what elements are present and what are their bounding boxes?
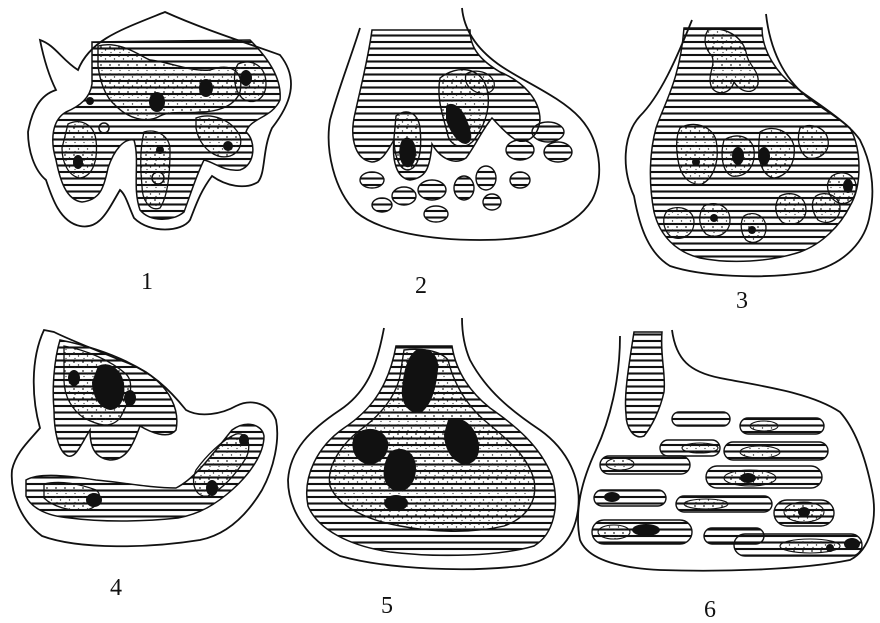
panel-3-dark-cell (843, 179, 853, 193)
panel-2-dark-cell (399, 138, 416, 168)
panel-1-dark-cell (199, 79, 213, 97)
panel-label-3: 3 (736, 289, 748, 313)
panel-label-6: 6 (704, 598, 716, 622)
panel-1-dark-cell (240, 70, 252, 86)
panel-3 (626, 14, 873, 276)
panel-label-5: 5 (381, 594, 393, 618)
panel-1 (28, 12, 291, 230)
panel-1-small-cell (156, 146, 164, 154)
panel-label-2: 2 (415, 274, 427, 298)
panel-6-bone-hatched (625, 332, 664, 437)
panel-6-dark-cell (740, 473, 756, 483)
panel-4-dark-cell (86, 493, 102, 507)
panel-4-dark-cell (68, 370, 80, 386)
panel-1-dark-cell (149, 92, 165, 112)
panel-1-dark-cell (223, 141, 233, 151)
panel-1-dark-cell (73, 155, 83, 169)
panel-1-marrow-branch (62, 122, 96, 178)
panel-6-dark-cell (826, 544, 834, 552)
panel-4-dark-cell (206, 480, 218, 496)
panel-5-dark-cell (384, 495, 408, 511)
panel-4-dark-cell (124, 390, 136, 406)
panel-3-dark-cell (748, 226, 756, 234)
panel-3-dark-cell (692, 158, 700, 166)
panel-4-dark-cell (239, 434, 249, 446)
panel-4 (12, 330, 277, 546)
panel-5-dark-cell (384, 449, 416, 491)
panel-6 (578, 330, 874, 571)
panel-label-4: 4 (110, 576, 122, 600)
panel-5 (288, 318, 579, 569)
panel-3-dark-cell (732, 147, 744, 165)
panel-label-1: 1 (141, 270, 153, 294)
panel-2 (329, 8, 600, 240)
panel-6-dark-cell (632, 524, 660, 536)
panel-3-dark-cell (710, 214, 718, 222)
panel-6-dark-cell (604, 492, 620, 502)
panel-3-dark-cell (758, 147, 770, 165)
panel-1-dark-cell (86, 97, 94, 105)
panel-6-dark-cell (798, 507, 810, 517)
panel-6-dark-cell (844, 538, 860, 550)
